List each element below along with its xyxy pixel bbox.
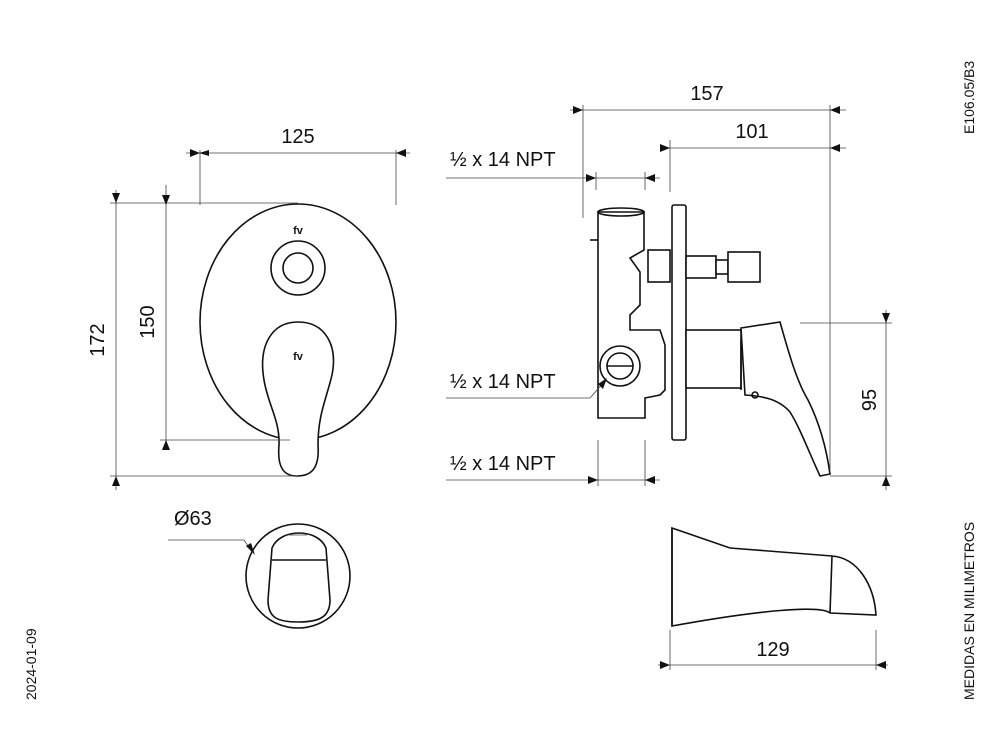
dim-label-95: 95 [859,389,881,411]
diverter-rosette [245,523,351,629]
dim-label-157: 157 [690,83,723,105]
dim-depth-from-wall: 101 [660,121,846,192]
front-view: fv fv [199,203,397,477]
diverter-button-outer [270,240,326,296]
dim-label-150: 150 [137,305,159,338]
brand-logo-lever: fv [293,351,304,363]
dim-label-101: 101 [735,121,768,143]
diverter-stem [647,249,671,283]
lever-handle [261,321,335,477]
spout-profile [671,526,877,627]
diverter-stem-cap [727,251,761,283]
dim-plate-height: 172 [87,190,298,490]
drawing-code: E106.05/B3 [961,61,977,134]
spout-view [671,526,877,627]
dim-label-172: 172 [87,323,109,356]
dim-thread-bottom: ½ x 14 NPT [446,440,660,486]
dim-label-diameter: Ø63 [174,508,212,530]
dim-thread-middle: ½ x 14 NPT [446,371,607,399]
side-lever [740,321,831,477]
drawing-date: 2024-01-09 [23,628,39,700]
diverter-knob [267,532,331,623]
dim-label-125: 125 [281,126,314,148]
brand-logo-top: fv [293,225,304,237]
units-note: MEDIDAS EN MILIMETROS [961,522,977,700]
dim-plate-width: 125 [186,126,410,205]
thread-label-bottom: ½ x 14 NPT [450,453,556,475]
thread-label-top: ½ x 14 NPT [450,149,556,171]
thread-label-middle: ½ x 14 NPT [450,371,556,393]
dim-thread-top: ½ x 14 NPT [446,149,660,190]
diverter-view: Ø63 [168,508,351,629]
diverter-button-inner [282,252,314,284]
dim-label-129: 129 [756,639,789,661]
wall-plate-profile [671,204,687,441]
dim-spout-length: 129 [658,630,888,670]
side-view [590,204,831,477]
dim-overall-depth: 157 [570,83,846,470]
valve-body [597,211,666,419]
dim-lever-height: 95 [800,310,892,490]
dim-plate-inner-height: 150 [137,185,290,450]
